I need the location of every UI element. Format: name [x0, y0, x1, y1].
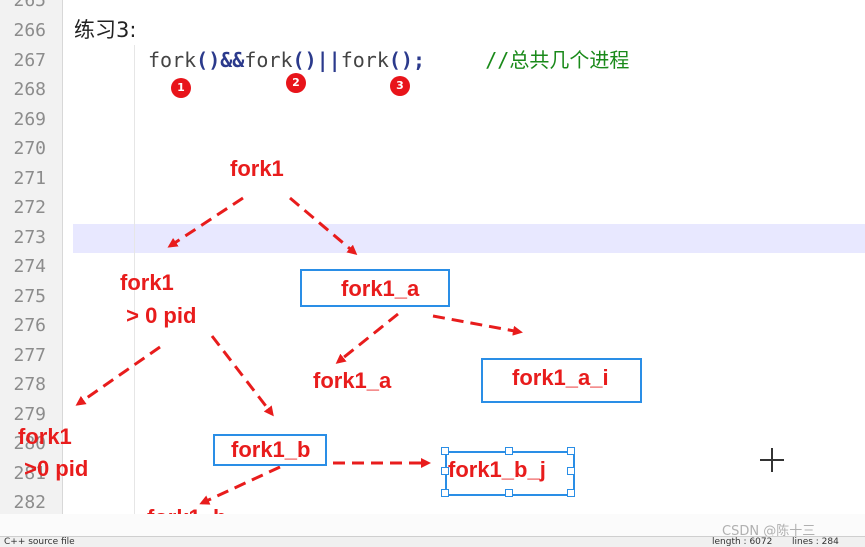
doc-lines: lines : 284: [792, 537, 839, 547]
horizontal-scrollbar[interactable]: [0, 514, 865, 536]
node-left-right-right: fork1_b_j: [448, 457, 546, 482]
box-fork1-b: [213, 434, 327, 466]
code-comment: //总共几个进程: [485, 48, 630, 72]
paren-2: (): [292, 48, 317, 72]
resize-handle-nw[interactable]: [441, 447, 449, 455]
node-right-child: fork1_a: [341, 276, 420, 301]
node-root: fork1: [230, 156, 284, 181]
arrow-left-left: [75, 345, 161, 406]
resize-handle-se[interactable]: [567, 489, 575, 497]
badge-2: 2: [286, 73, 306, 93]
arrow-left-right: [210, 335, 274, 417]
resize-handle-n[interactable]: [505, 447, 513, 455]
line-number: 268: [13, 79, 46, 100]
arrow-a-left: [335, 312, 399, 364]
node-left-child: fork1 > 0 pid: [120, 270, 197, 328]
arrow-b-left: [199, 465, 281, 505]
doc-length: length : 6072: [712, 537, 773, 547]
badge-1: 1: [171, 78, 191, 98]
resize-handle-w[interactable]: [441, 467, 449, 475]
line-number: 273: [13, 227, 46, 248]
line-number: 279: [13, 404, 46, 425]
line-number: 265: [13, 0, 46, 11]
current-line-highlight: [73, 224, 865, 253]
fork-call-3: fork: [340, 48, 389, 72]
paren-1: (): [196, 48, 221, 72]
node-right-right: fork1_a_i: [512, 365, 609, 390]
line-number: 278: [13, 374, 46, 395]
node-left-left: fork1 >0 pid: [18, 424, 89, 481]
code-line-267[interactable]: fork()&&fork()||fork(); //总共几个进程: [148, 48, 629, 72]
arrow-root-right: [289, 196, 358, 255]
fork-call-1: fork: [148, 48, 197, 72]
arrow-a-right: [432, 314, 523, 336]
badge-3: 3: [390, 76, 410, 96]
file-type: C++ source file: [4, 537, 75, 547]
exercise-title: 练习3:: [74, 18, 137, 42]
status-bar: C++ source file length : 6072 lines : 28…: [0, 536, 865, 547]
crosshair-cursor-icon: [760, 448, 784, 472]
logical-and: &&: [220, 48, 245, 72]
logical-or: ||: [316, 48, 341, 72]
watermark: CSDN @陈十三: [722, 524, 816, 539]
line-number: 282: [13, 492, 46, 513]
line-number: 269: [13, 109, 46, 130]
line-number-gutter: [0, 0, 62, 514]
gutter-divider: [62, 0, 63, 514]
line-number: 280: [13, 433, 46, 454]
line-number: 281: [13, 463, 46, 484]
line-number: 275: [13, 286, 46, 307]
resize-handle-ne[interactable]: [567, 447, 575, 455]
box-fork1-a: [300, 269, 450, 307]
line-number: 266: [13, 20, 46, 41]
line-number: 276: [13, 315, 46, 336]
line-number: 277: [13, 345, 46, 366]
node-right-left: fork1_a: [313, 368, 392, 393]
line-number: 267: [13, 50, 46, 71]
resize-handle-s[interactable]: [505, 489, 513, 497]
resize-handle-e[interactable]: [567, 467, 575, 475]
box-fork1-a-i: [481, 358, 642, 403]
paren-3: ();: [388, 48, 426, 72]
line-number: 274: [13, 256, 46, 277]
arrow-root-left: [167, 196, 244, 248]
line-number: 270: [13, 138, 46, 159]
node-left-right: fork1_b: [231, 437, 311, 462]
resize-handle-sw[interactable]: [441, 489, 449, 497]
fork-call-2: fork: [244, 48, 293, 72]
line-number: 272: [13, 197, 46, 218]
line-number: 271: [13, 168, 46, 189]
fold-guide: [134, 45, 135, 514]
